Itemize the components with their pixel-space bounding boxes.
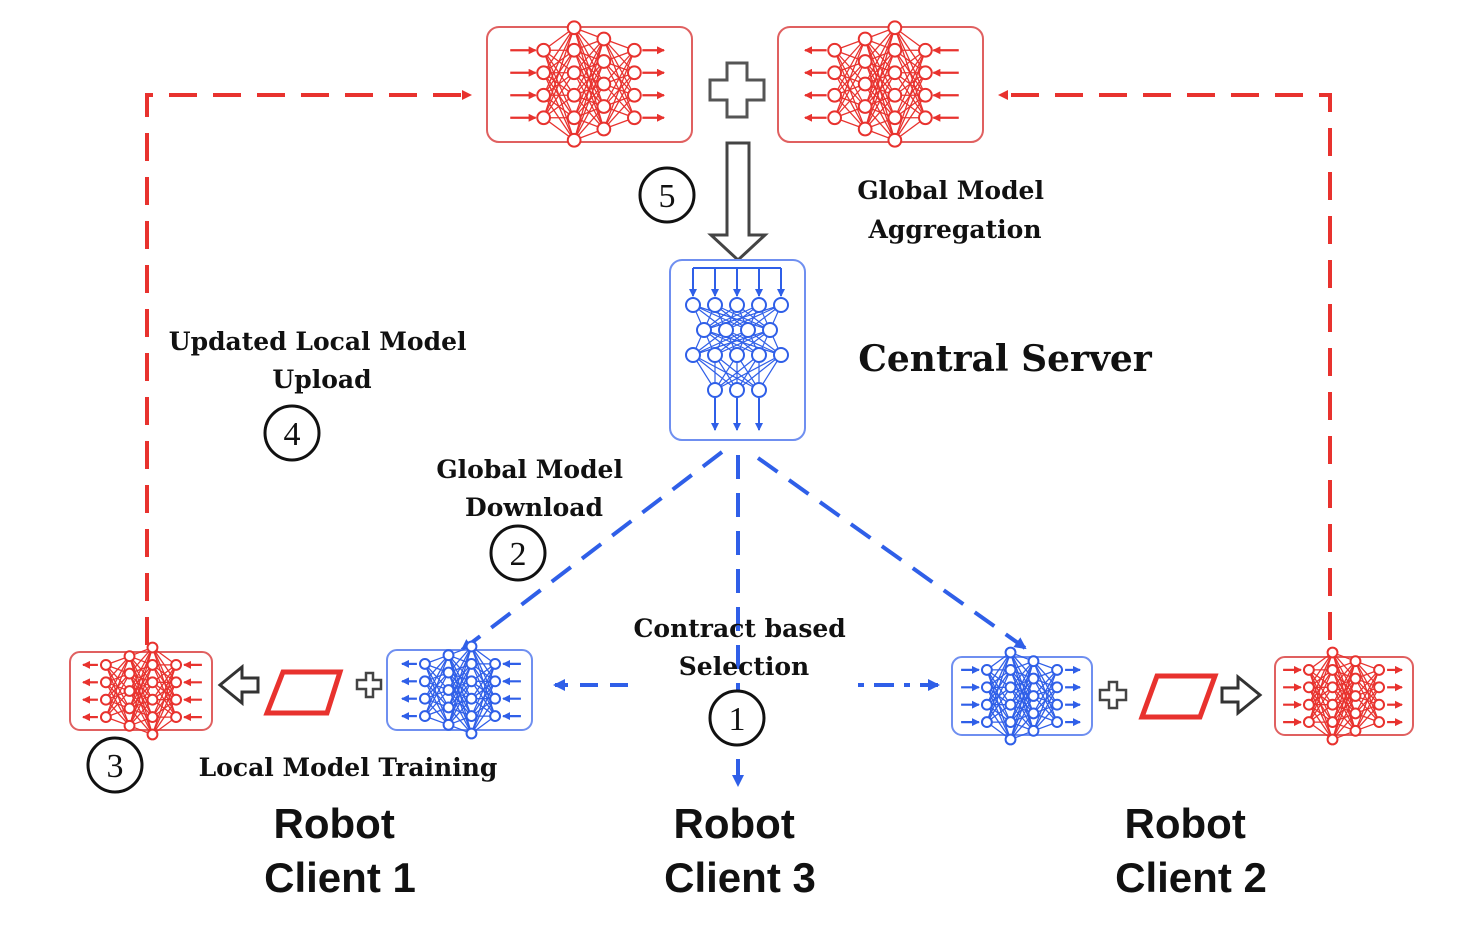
upload-path-left [145, 90, 472, 645]
client1-updated-model [69, 641, 213, 741]
neural-network-icon [82, 641, 202, 741]
step-2-number: 2 [510, 536, 527, 573]
upload-path-right [998, 90, 1332, 640]
global-model-download-label: Global Model Download [436, 455, 631, 522]
central-server-label: Central Server [858, 338, 1153, 380]
neural-network-icon [510, 20, 665, 148]
neural-network-icon [961, 646, 1081, 746]
step-1: 1 [708, 689, 766, 747]
plus-icon [708, 61, 766, 119]
contract-based-selection-label: Contract based Selection [634, 614, 855, 681]
plus-icon [1098, 680, 1128, 710]
aggregation-model-right [777, 20, 984, 148]
hollow-arrow-icon [217, 663, 260, 707]
updated-local-model-upload-label: Updated Local Model Upload [169, 327, 475, 394]
global-model-aggregation-label: Global Model Aggregation [857, 176, 1052, 244]
step-3: 3 [86, 736, 144, 794]
robot-client-3-label: Robot Client 3 [664, 800, 816, 901]
aggregation-down-arrow [707, 141, 769, 263]
central-server-model [669, 259, 806, 441]
data-sheet-icon [1138, 673, 1219, 720]
robot-client-1-label: Robot Client 1 [264, 800, 416, 901]
aggregation-model-left [486, 20, 693, 148]
local-model-training-label: Local Model Training [199, 753, 498, 782]
client2-local-model [951, 646, 1093, 746]
hollow-arrow-icon [1220, 673, 1263, 717]
step-1-number: 1 [729, 701, 746, 738]
step-5-number: 5 [659, 178, 676, 215]
aggregation-plus [708, 61, 766, 119]
neural-network-icon [1283, 646, 1403, 746]
plus-icon [355, 671, 383, 699]
step-2: 2 [489, 524, 547, 582]
client1-local-model [386, 640, 533, 740]
neural-network-icon [804, 20, 959, 148]
client2-updated-model [1274, 646, 1414, 746]
neural-network-icon [401, 640, 521, 740]
step-4-number: 4 [284, 416, 301, 453]
step-4: 4 [263, 404, 321, 462]
step-5: 5 [638, 166, 696, 224]
robot-client-2-label: Robot Client 2 [1115, 800, 1267, 901]
data-sheet-icon [263, 669, 344, 716]
neural-network-icon [685, 267, 789, 431]
step-3-number: 3 [107, 748, 124, 785]
